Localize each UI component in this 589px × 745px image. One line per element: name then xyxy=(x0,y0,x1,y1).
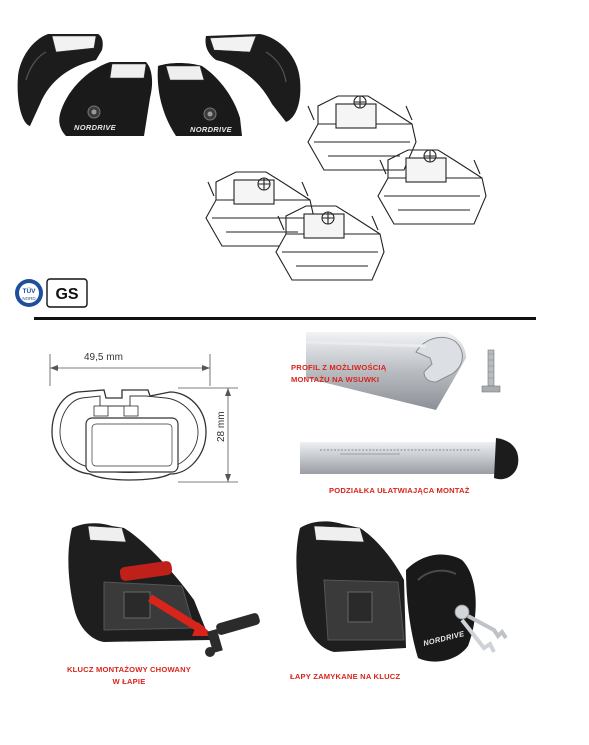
t-slot-profile-photo xyxy=(306,332,526,416)
foot-with-stowed-key-photo xyxy=(64,522,272,662)
tuv-badge-bottom: NORD xyxy=(22,296,36,301)
profile-cross-section xyxy=(38,350,254,490)
brand-logo-left: NORDRIVE xyxy=(74,123,117,132)
caption-locked-feet: ŁAPY ZAMYKANE NA KLUCZ xyxy=(290,672,401,681)
caption-profile-slot-line2: MONTAŻU NA WSUWKI xyxy=(291,375,380,384)
tuv-badge: TÜV NORD xyxy=(14,278,44,308)
assembly-key-tool xyxy=(205,613,260,657)
foot-body-right: NORDRIVE xyxy=(157,63,242,136)
gs-badge: GS xyxy=(46,278,88,308)
section-divider xyxy=(34,317,536,320)
brand-logo-right: NORDRIVE xyxy=(190,125,233,134)
foot-end-cap-left xyxy=(17,34,103,126)
clamp-drawing-1 xyxy=(307,95,417,171)
scale-bar-photo xyxy=(300,436,520,482)
tuv-badge-top: TÜV xyxy=(23,286,37,295)
locked-foot-photo: NORDRIVE xyxy=(294,520,526,666)
caption-scale: PODZIAŁKA UŁATWIAJĄCA MONTAŻ xyxy=(329,486,470,495)
clamp-drawing-4 xyxy=(275,205,385,281)
lock-cover: NORDRIVE xyxy=(406,554,476,662)
t-bolt xyxy=(481,349,501,393)
caption-profile-slot: PROFIL Z MOŻLIWOŚCIĄ MONTAŻU NA WSUWKI xyxy=(291,362,386,386)
clamp-drawing-3 xyxy=(377,149,487,225)
caption-key-stowed: KLUCZ MONTAŻOWY CHOWANY W ŁAPIE xyxy=(54,664,204,688)
fitting-kit-group xyxy=(196,76,502,288)
caption-key-stowed-line1: KLUCZ MONTAŻOWY CHOWANY xyxy=(66,665,192,674)
caption-profile-slot-line1: PROFIL Z MOŻLIWOŚCIĄ xyxy=(291,363,387,372)
profile-height-label: 28 mm xyxy=(216,411,227,442)
foot-cover-group: NORDRIVE NORDRIVE xyxy=(10,22,310,140)
caption-key-stowed-line2: W ŁAPIE xyxy=(112,677,146,686)
lock-keys xyxy=(454,604,508,653)
profile-width-label: 49,5 mm xyxy=(84,352,123,363)
foot-end-cap-right xyxy=(205,34,301,122)
gs-badge-mark: GS xyxy=(55,286,78,303)
foot-body-left: NORDRIVE xyxy=(59,62,153,136)
